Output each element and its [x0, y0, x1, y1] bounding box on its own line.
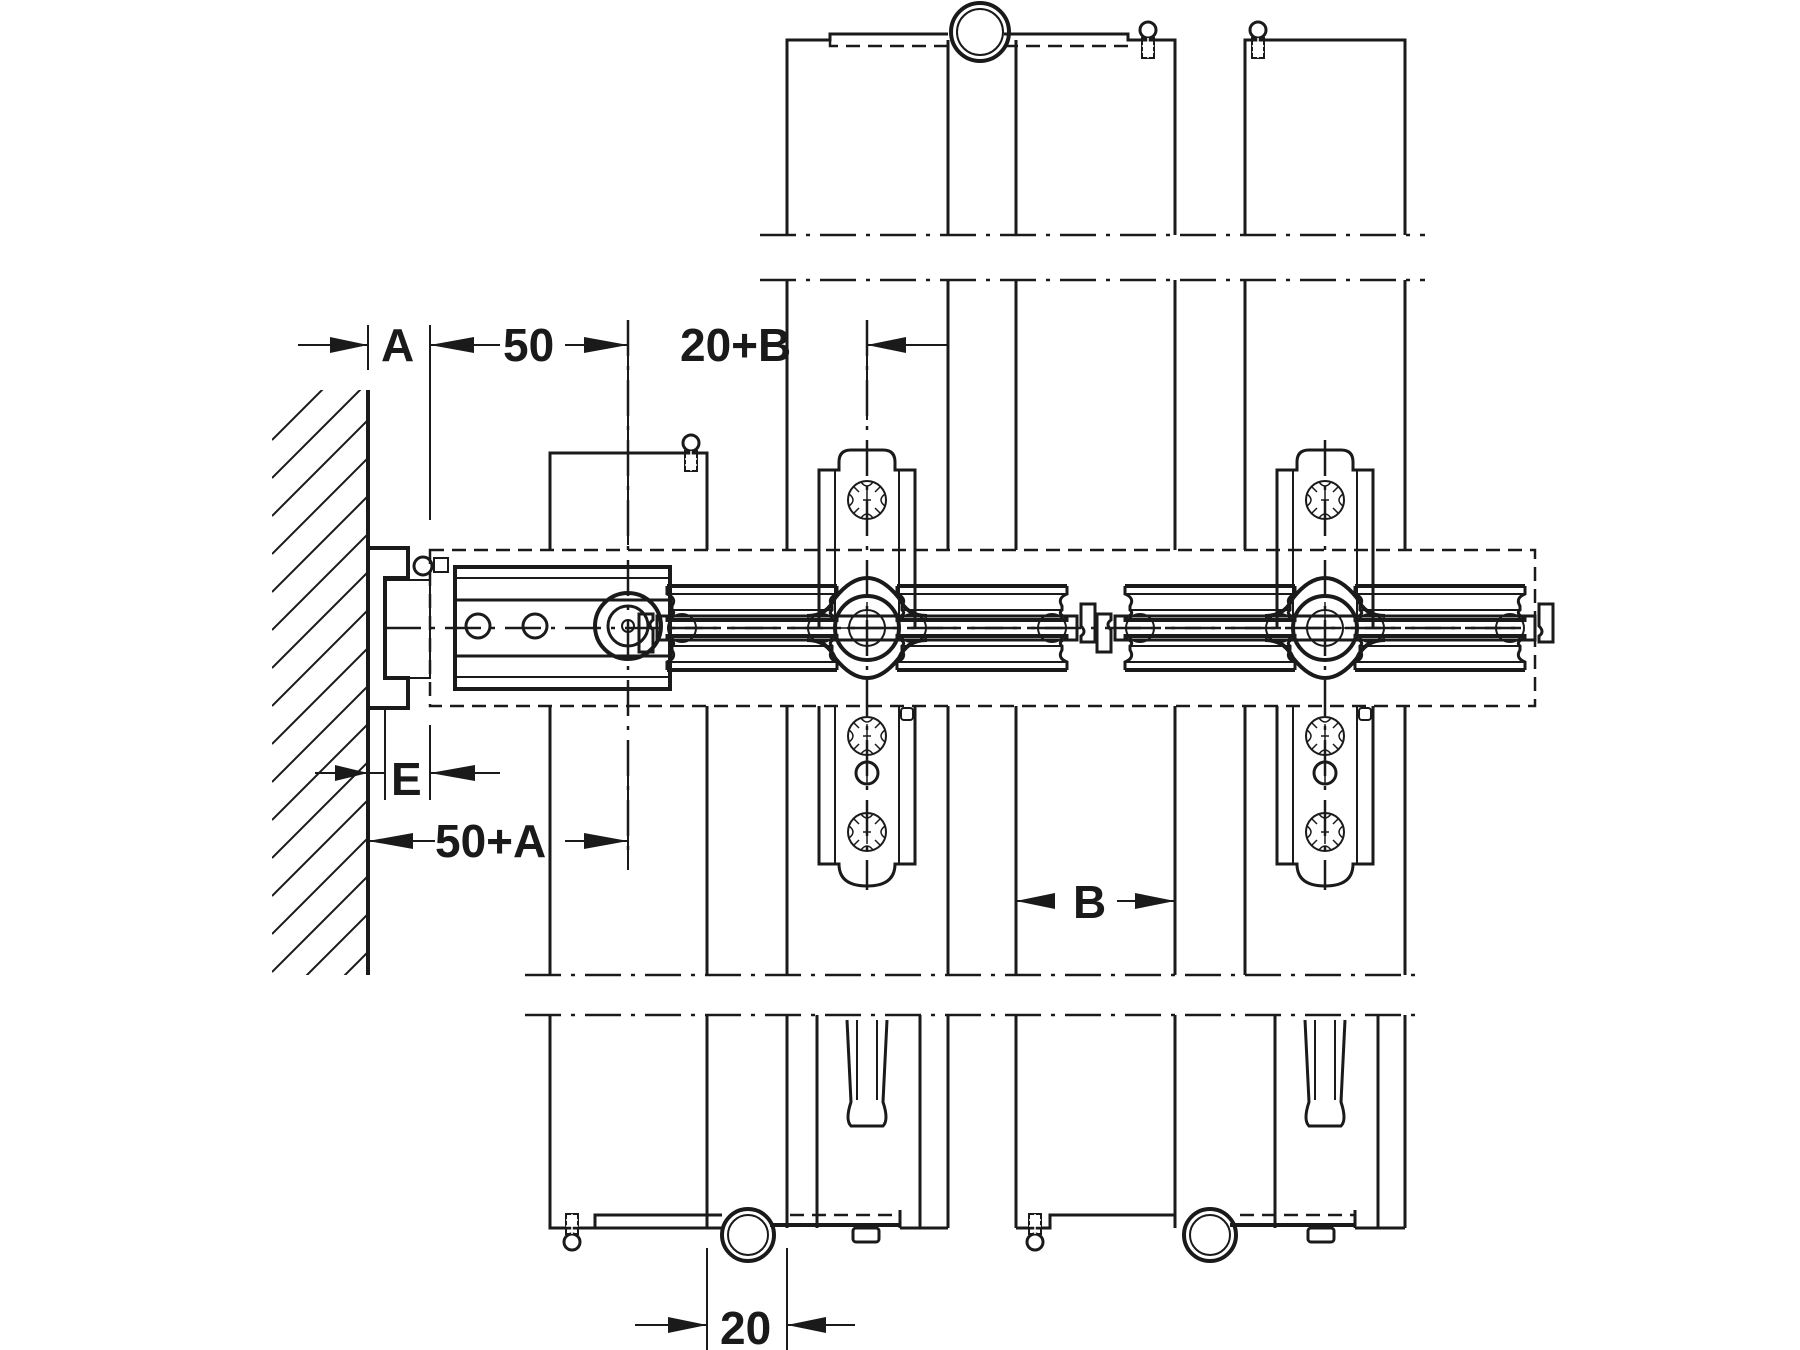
hatch-line [305, 913, 368, 975]
hatch-line [272, 419, 368, 517]
dimension-label-20-plus-b: 20+B [680, 319, 791, 371]
dimension-20-plus-b: 20+B [680, 319, 948, 371]
hatch-line [272, 390, 362, 479]
mounting-bracket-bottom-1 [819, 706, 915, 886]
hatch-line [272, 799, 368, 897]
wall-hatching [272, 390, 368, 1124]
hatch-line [272, 990, 368, 1086]
bottom-guide-roller-2 [1182, 1207, 1238, 1263]
hatch-line [272, 533, 368, 631]
hatch-line [272, 685, 368, 783]
guide-slot-1 [845, 1018, 889, 1128]
hatch-line [272, 837, 368, 935]
dimension-label-50-plus-a: 50+A [435, 815, 546, 867]
dimension-b: B [1016, 876, 1175, 928]
door-panels-lower [593, 1015, 1407, 1244]
bottom-clip-stops [562, 1212, 1045, 1252]
hatch-line [272, 571, 368, 669]
dimension-e: E [315, 753, 500, 805]
dimension-a: A [298, 319, 414, 371]
dimension-label-e: E [391, 753, 422, 805]
dimension-extension-lines [367, 325, 949, 1350]
door-panel-main [785, 20, 1177, 235]
hatch-line [272, 647, 368, 745]
hatch-line [343, 951, 368, 975]
door-panel-right [1243, 20, 1407, 235]
hatch-line [272, 495, 368, 593]
dimension-50: 50 [430, 319, 628, 371]
hatch-line [272, 875, 368, 973]
dimension-label-a: A [381, 319, 414, 371]
top-guide-roller [949, 1, 1011, 63]
hatch-line [272, 457, 368, 555]
hatch-line [272, 609, 368, 707]
dimension-label-50: 50 [503, 319, 554, 371]
hatch-line [272, 1028, 368, 1124]
wall-section [272, 390, 370, 1124]
guide-slot-2 [1303, 1018, 1347, 1128]
dimension-label-20: 20 [720, 1302, 771, 1350]
dimension-label-b: B [1073, 876, 1106, 928]
track-outline [428, 548, 1537, 708]
mounting-bracket-bottom-2 [1277, 706, 1373, 886]
dimension-50-plus-a: 50+A [368, 815, 628, 867]
dimension-20: 20 [635, 1302, 855, 1350]
hatch-line [272, 761, 368, 859]
bottom-guide-roller-1 [720, 1207, 776, 1263]
hatch-line [272, 390, 324, 441]
